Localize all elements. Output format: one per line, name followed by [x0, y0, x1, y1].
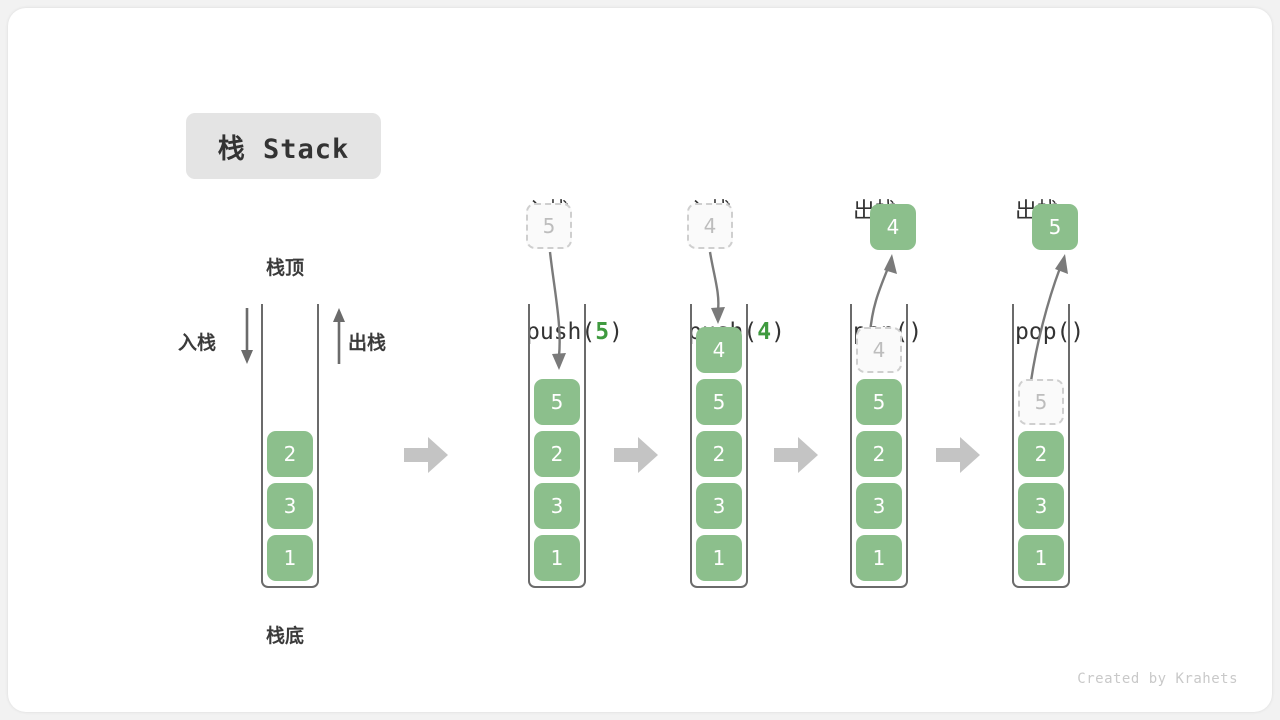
stack-container-push-5	[528, 304, 586, 588]
push-flow-arrow-icon	[548, 251, 566, 370]
push-direction-label: 入栈	[178, 332, 217, 354]
stack-container-push-4	[690, 304, 748, 588]
stack-cell: 1	[1018, 535, 1064, 581]
stack-cell: 1	[856, 535, 902, 581]
stack-bottom-label: 栈底	[266, 625, 305, 647]
op-code-suffix: )	[908, 319, 923, 345]
pop-flow-arrow-icon	[1028, 254, 1068, 389]
step-arrow-icon	[614, 437, 658, 473]
stack-cell-ghost: 4	[856, 327, 902, 373]
stack-cell: 1	[534, 535, 580, 581]
stack-container-initial	[261, 304, 319, 588]
pop-flow-arrow-icon	[868, 254, 897, 335]
outgoing-element: 5	[1032, 204, 1078, 250]
op-code-suffix: )	[609, 319, 623, 345]
stack-cell: 3	[267, 483, 313, 529]
stack-cell: 3	[856, 483, 902, 529]
stack-cell: 2	[1018, 431, 1064, 477]
stack-cell: 3	[534, 483, 580, 529]
diagram-title-badge: 栈 Stack	[186, 113, 381, 179]
page-title: 栈 Stack	[217, 133, 350, 165]
step-arrow-icon	[774, 437, 818, 473]
stack-container-pop-2	[1012, 304, 1070, 588]
stack-cell: 5	[856, 379, 902, 425]
op-code-suffix: )	[771, 319, 785, 345]
op-code-arg: 5	[595, 319, 610, 345]
diagram-canvas: 栈 Stack 栈顶 入栈 出栈 1 3 2 栈底 入栈 pu	[8, 8, 1272, 712]
pop-direction-arrow-icon	[333, 308, 345, 364]
step-arrow-icon	[404, 437, 448, 473]
outgoing-element: 4	[870, 204, 916, 250]
incoming-element-ghost: 4	[687, 203, 733, 249]
step-arrow-icon	[936, 437, 980, 473]
stack-cell: 1	[267, 535, 313, 581]
stack-cell: 5	[534, 379, 580, 425]
pop-direction-label: 出栈	[348, 332, 387, 354]
stack-cell: 2	[696, 431, 742, 477]
op-code-suffix: )	[1070, 319, 1085, 345]
stack-container-pop-1	[850, 304, 908, 588]
push-flow-arrow-icon	[708, 251, 725, 324]
stack-cell: 2	[534, 431, 580, 477]
stack-cell-ghost: 5	[1018, 379, 1064, 425]
stack-top-label: 栈顶	[266, 257, 305, 279]
stack-cell: 2	[267, 431, 313, 477]
incoming-element-ghost: 5	[526, 203, 572, 249]
watermark-credit: Created by Krahets	[1077, 671, 1238, 687]
stack-cell: 3	[696, 483, 742, 529]
push-direction-arrow-icon	[241, 308, 253, 364]
stack-cell: 1	[696, 535, 742, 581]
stack-cell: 4	[696, 327, 742, 373]
stack-cell: 2	[856, 431, 902, 477]
stack-cell: 3	[1018, 483, 1064, 529]
stack-cell: 5	[696, 379, 742, 425]
op-code-arg: 4	[757, 319, 772, 345]
